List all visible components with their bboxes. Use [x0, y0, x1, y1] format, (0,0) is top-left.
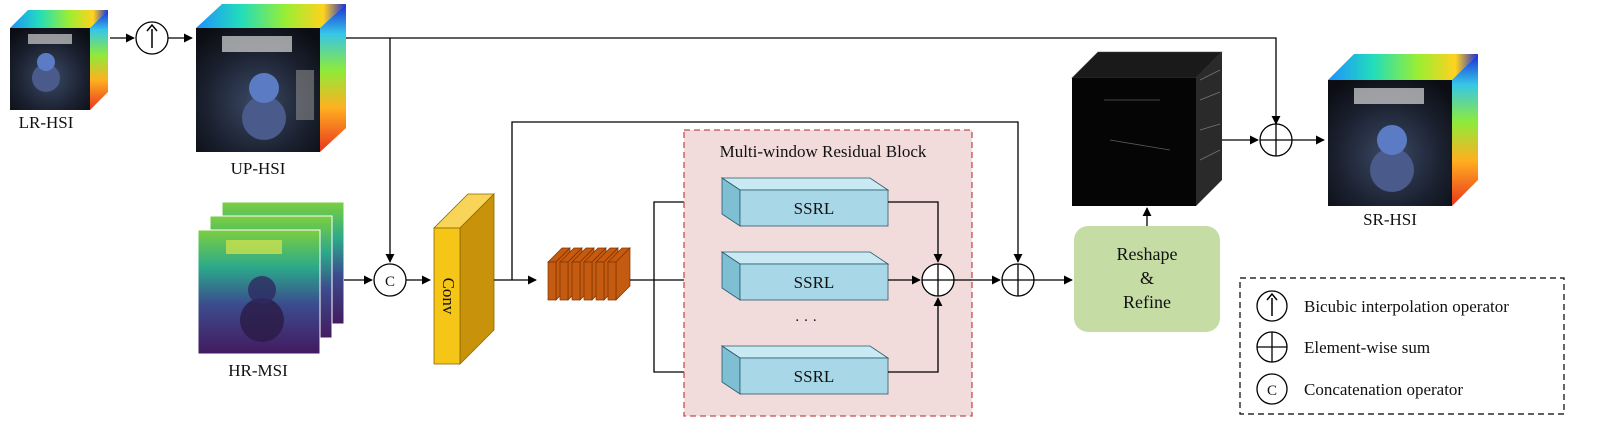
sum-operator-residual	[1001, 263, 1035, 297]
ssrl-1-label: SSRL	[794, 199, 835, 218]
legend-bicubic-icon	[1256, 290, 1288, 322]
ssrl-2-label: SSRL	[794, 273, 835, 292]
hr-msi-stack	[197, 201, 345, 355]
legend-bicubic-text: Bicubic interpolation operator	[1304, 297, 1509, 316]
ssrl-3-label: SSRL	[794, 367, 835, 386]
lr-hsi-label: LR-HSI	[19, 113, 74, 132]
sum-operator-inner	[921, 263, 955, 297]
up-hsi-label: UP-HSI	[231, 159, 286, 178]
ssrl-block-1	[720, 177, 890, 227]
svg-text:C: C	[385, 274, 395, 290]
legend-concat-text: Concatenation operator	[1304, 380, 1463, 399]
legend-box	[1239, 277, 1565, 415]
residual-cube	[1071, 51, 1223, 206]
bicubic-upsample-operator	[135, 21, 169, 55]
svg-text:C: C	[1267, 383, 1277, 399]
ssrl-block-2	[720, 251, 890, 301]
up-hsi-cube	[196, 4, 346, 152]
lr-hsi-cube	[10, 10, 108, 110]
arrow-ssrl-3-to-sum	[888, 297, 943, 373]
arrow-ssrl-1-to-sum	[888, 201, 943, 263]
reshape-refine-block	[1074, 226, 1220, 332]
skip-line-conv-to-sum	[511, 121, 1023, 280]
sr-hsi-label: SR-HSI	[1363, 210, 1417, 229]
concat-operator: C	[373, 263, 407, 297]
legend-concat-icon: C	[1256, 373, 1288, 405]
reshape-label-line2: &	[1140, 268, 1154, 288]
ssrl-block-3	[720, 345, 890, 395]
mrb-title: Multi-window Residual Block	[720, 142, 927, 161]
reshape-label-line3: Refine	[1123, 292, 1171, 312]
legend-sum-icon	[1256, 331, 1288, 363]
skip-line-up-hsi-to-sum	[346, 37, 1281, 125]
hr-msi-label: HR-MSI	[228, 361, 288, 380]
conv-label: Conv	[439, 278, 458, 315]
ellipsis: · · ·	[795, 313, 818, 329]
feature-maps	[547, 247, 631, 301]
sum-operator-final	[1259, 123, 1293, 157]
legend-sum-text: Element-wise sum	[1304, 338, 1430, 357]
reshape-label-line1: Reshape	[1117, 244, 1178, 264]
conv-block	[433, 193, 495, 365]
sr-hsi-cube	[1328, 54, 1478, 206]
